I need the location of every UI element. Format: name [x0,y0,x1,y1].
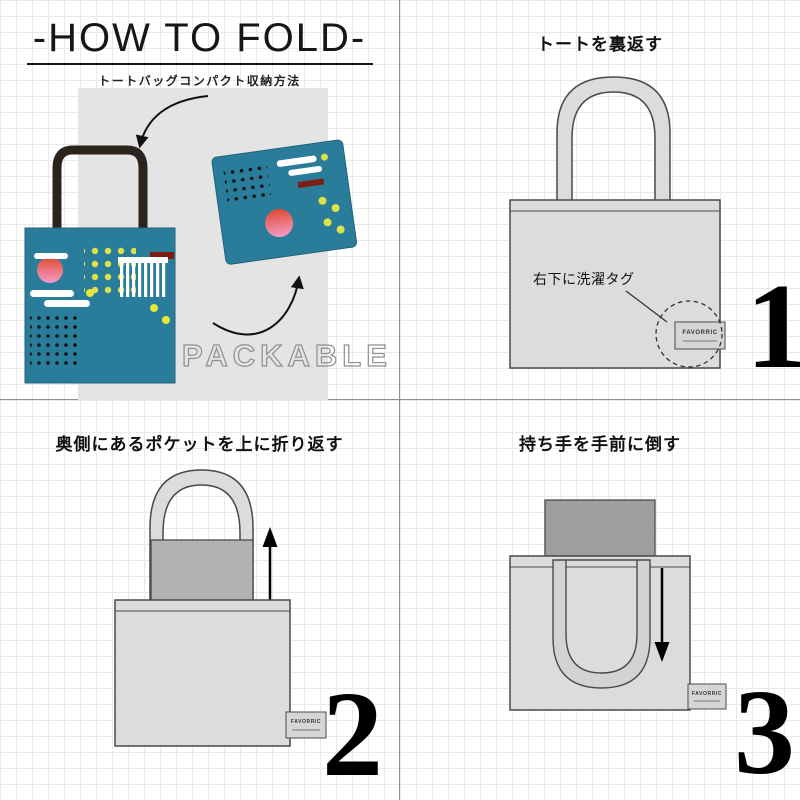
cloud-motif [288,165,323,176]
lime-dot [150,304,158,312]
laundry-tag-label: FAVORRIC [682,330,717,336]
tote-strap [52,145,148,231]
panel-step-2: 奥側にあるポケットを上に折り返す FAVORRIC 2 [0,400,400,800]
red-bar-motif [297,178,325,189]
step1-illustration: FAVORRIC [509,76,726,369]
step1-annotation: 右下に洗濯タグ [533,271,635,287]
dashed-circle-highlight [655,300,723,368]
panel-intro: -HOW TO FOLD- トートバッグコンパクト収納方法 [0,0,400,400]
laundry-tag: FAVORRIC [687,683,727,710]
tote-bag-illustration [24,145,176,384]
tote-handle [556,76,671,207]
tote-handle-folded-down [552,559,651,689]
black-dot-pattern [222,160,272,202]
step3-illustration: FAVORRIC [509,499,727,711]
title-underline [26,63,373,65]
step1-heading: トートを裏返す [537,35,663,54]
page-subtitle: トートバッグコンパクト収納方法 [98,74,301,88]
step2-heading: 奥側にあるポケットを上に折り返す [55,435,344,454]
sun-motif [37,257,63,283]
title-block: -HOW TO FOLD- トートバッグコンパクト収納方法 [0,16,399,89]
laundry-tag-label: FAVORRIC [692,691,722,697]
step3-heading: 持ち手を手前に倒す [519,435,681,454]
tote-body [114,599,291,747]
fold-arrow-icon [135,95,209,149]
cloud-motif [276,155,317,167]
folded-pocket [150,539,254,603]
folded-tote-illustration [211,139,358,265]
lime-dot [162,316,170,324]
laundry-tag: FAVORRIC [674,321,726,350]
panel-step-1: トートを裏返す FAVORRIC 右下に洗濯タグ 1 [400,0,800,400]
step2-number: 2 [322,667,383,800]
packable-label: PACKABLE [181,337,392,373]
intro-illustration [24,88,358,400]
laundry-tag: FAVORRIC [285,711,327,739]
sun-motif [265,209,294,238]
comb-motif [118,252,174,297]
cloud-motif [34,253,68,259]
step2-illustration: FAVORRIC [114,469,327,747]
cloud-motif [30,289,94,307]
folded-pocket-back [544,499,656,557]
step3-number: 3 [734,665,795,800]
up-arrow-head [262,527,278,547]
page-title: -HOW TO FOLD- [32,16,367,60]
down-arrow-head [654,642,670,662]
black-dot-pattern [30,316,82,366]
panel-step-3: 持ち手を手前に倒す FAVORRIC 3 [400,400,800,800]
laundry-tag-label: FAVORRIC [291,719,321,725]
fold-arrow-icon [212,275,304,336]
step1-number: 1 [746,259,800,394]
